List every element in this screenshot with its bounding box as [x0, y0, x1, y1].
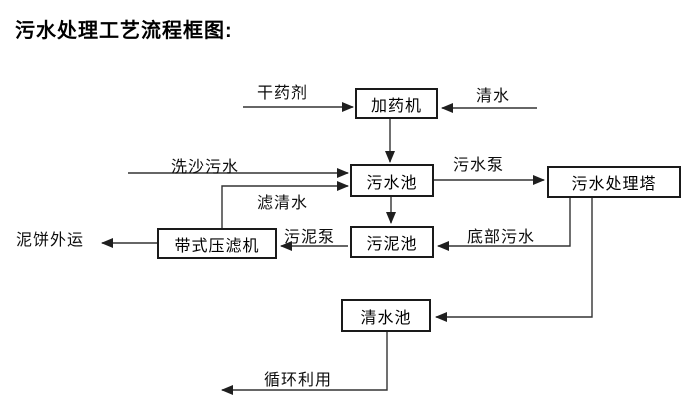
diagram-title: 污水处理工艺流程框图:	[15, 20, 233, 42]
arrow-tower-to-clean-pool	[435, 198, 593, 322]
arrow-filtered-water-to-sewage-pool	[221, 181, 349, 228]
label-filtered-water: 滤清水	[257, 195, 309, 212]
label-mud-cake-out: 泥饼外运	[16, 232, 85, 249]
label-dry-agent: 干药剂	[257, 85, 309, 102]
node-sewage-pool: 污水池	[350, 164, 434, 197]
label-clean-water: 清水	[476, 88, 511, 105]
node-clean-water-pool: 清水池	[341, 299, 431, 332]
node-sewage-treatment-tower: 污水处理塔	[547, 166, 681, 198]
label-sand-washing-sewage: 洗沙污水	[171, 159, 240, 176]
arrow-bottom-sewage-to-sludge-pool	[437, 198, 571, 251]
node-dosing-machine: 加药机	[355, 88, 438, 119]
label-sewage-pump: 污水泵	[453, 157, 505, 174]
arrow-recycling-out	[221, 332, 388, 395]
node-sludge-pool: 污泥池	[350, 226, 434, 258]
node-belt-filter-press: 带式压滤机	[157, 228, 277, 259]
label-recycling: 循环利用	[264, 372, 333, 389]
label-bottom-sewage: 底部污水	[467, 229, 536, 246]
label-sludge-pump: 污泥泵	[284, 229, 336, 246]
